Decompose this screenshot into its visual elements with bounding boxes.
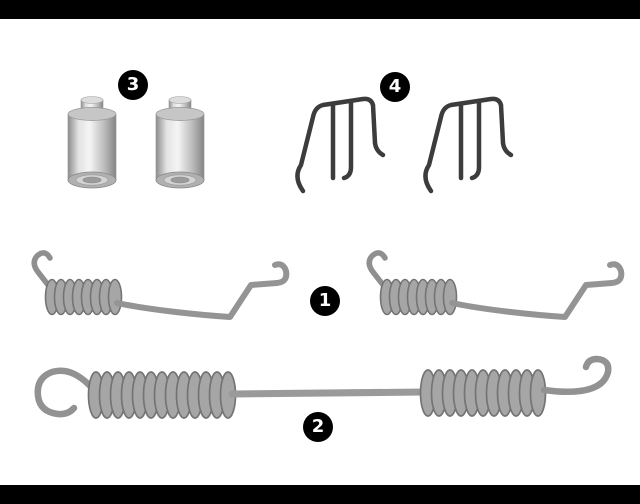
callout-return-springs-number: 1 — [318, 290, 332, 311]
retaining-clip-left — [297, 99, 383, 191]
retaining-clip-right — [425, 99, 511, 191]
letterbox-bottom-bar — [0, 485, 640, 504]
return-spring-right — [369, 253, 621, 317]
callout-clips-number: 4 — [388, 76, 402, 97]
callout-center-spring-number: 2 — [311, 416, 325, 437]
callout-pins-number: 3 — [126, 74, 140, 95]
letterbox-top-bar — [0, 0, 640, 19]
callout-clips: 4 — [380, 72, 410, 102]
adjuster-pin-left — [67, 96, 117, 189]
return-spring-left — [34, 253, 286, 317]
callout-return-springs: 1 — [310, 286, 340, 316]
adjuster-pin-right — [155, 96, 205, 189]
callout-center-spring: 2 — [303, 412, 333, 442]
center-spring — [34, 355, 612, 419]
callout-pins: 3 — [118, 70, 148, 100]
